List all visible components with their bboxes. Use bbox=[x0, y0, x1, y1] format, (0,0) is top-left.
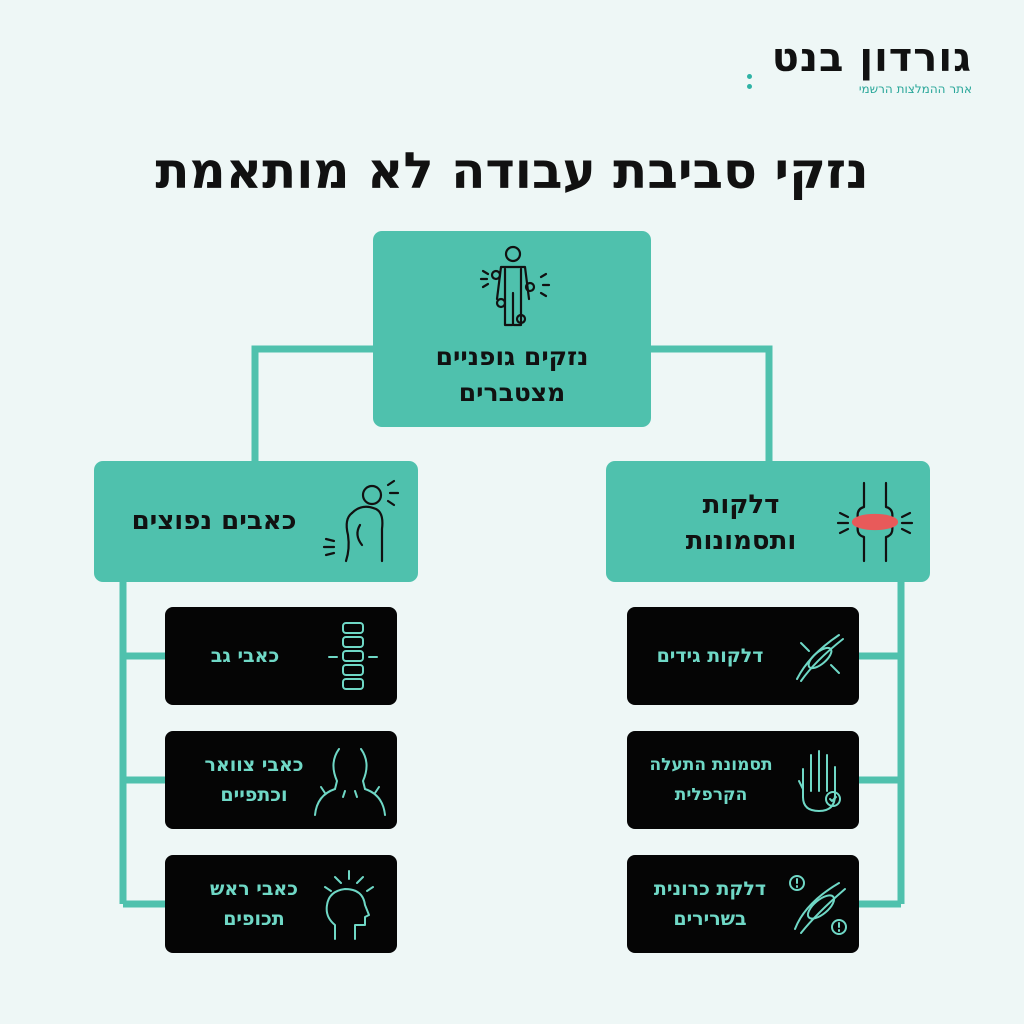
brand-name: גורדון בנט bbox=[771, 35, 972, 81]
branch-common-pains-label: כאבים נפוצים bbox=[131, 506, 297, 536]
muscle-alert-icon bbox=[787, 869, 851, 941]
brand-tagline: אתר ההמלצות הרשמי bbox=[858, 82, 972, 96]
card-neck-shoulder-pain: כאבי צוואר וכתפיים bbox=[165, 731, 397, 829]
card-back-pain-label: כאבי גב bbox=[210, 645, 280, 667]
brand-dots bbox=[746, 74, 752, 94]
card-chronic-myositis: דלקת כרונית בשרירים bbox=[627, 855, 859, 953]
page-title: נזקי סביבת עבודה לא מותאמת bbox=[155, 142, 869, 200]
branch-inflammations: דלקות ותסמונות bbox=[606, 461, 930, 582]
card-carpal-tunnel-label: תסמונת התעלה הקרפלית bbox=[649, 755, 773, 805]
root-node: נזקים גופניים מצטברים bbox=[373, 231, 651, 427]
hand-wrist-icon bbox=[789, 745, 851, 817]
inflamed-joint-icon bbox=[834, 479, 916, 565]
headache-icon bbox=[315, 867, 385, 943]
neck-shoulder-icon bbox=[311, 743, 389, 819]
card-chronic-myositis-label: דלקת כרונית בשרירים bbox=[653, 878, 767, 930]
card-tendinitis-label: דלקות גידים bbox=[656, 645, 764, 667]
card-frequent-headaches: כאבי ראש תכופים bbox=[165, 855, 397, 953]
card-carpal-tunnel: תסמונת התעלה הקרפלית bbox=[627, 731, 859, 829]
body-pain-icon bbox=[475, 241, 551, 331]
brand-logo: גורדון בנט אתר ההמלצות הרשמי bbox=[746, 34, 972, 96]
card-back-pain: כאבי גב bbox=[165, 607, 397, 705]
card-frequent-headaches-label: כאבי ראש תכופים bbox=[209, 878, 299, 930]
spine-icon bbox=[323, 617, 383, 697]
card-neck-shoulder-pain-label: כאבי צוואר וכתפיים bbox=[204, 754, 304, 806]
branch-inflammations-label: דלקות ותסמונות bbox=[685, 490, 797, 556]
branch-common-pains: כאבים נפוצים bbox=[94, 461, 418, 582]
back-pain-person-icon bbox=[318, 479, 408, 565]
root-label: נזקים גופניים מצטברים bbox=[435, 342, 589, 407]
tendon-icon bbox=[789, 625, 851, 687]
card-tendinitis: דלקות גידים bbox=[627, 607, 859, 705]
